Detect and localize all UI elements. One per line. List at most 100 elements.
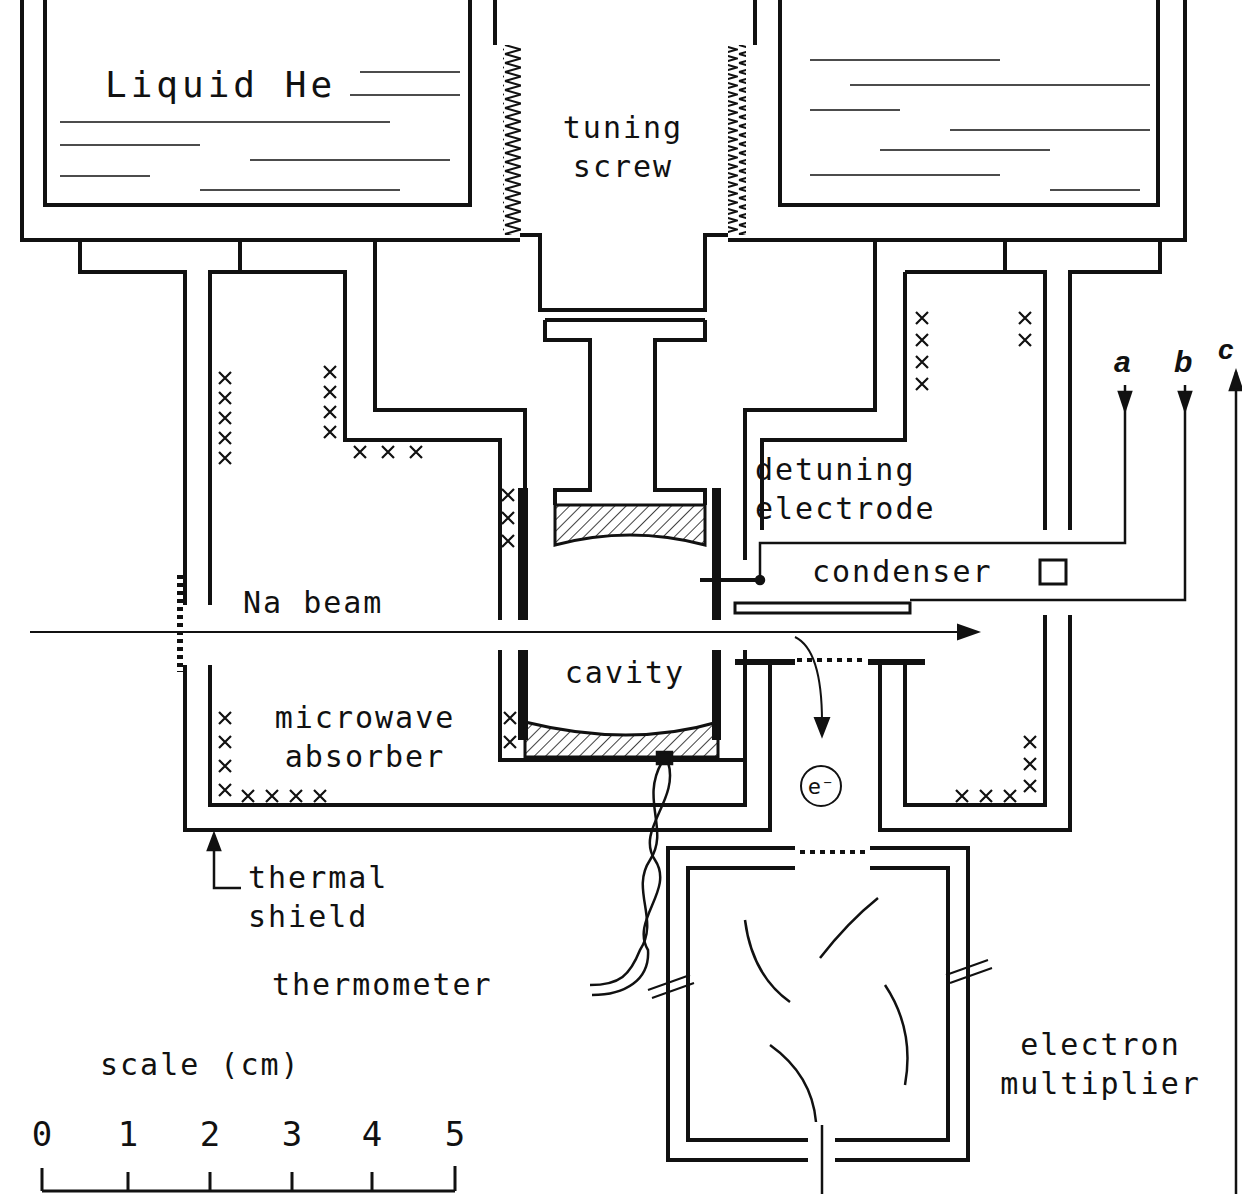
- absorber-marks: [1019, 334, 1031, 346]
- thermal-shield: [735, 659, 795, 665]
- shield-pointer: [214, 846, 241, 888]
- shield-pointer: [208, 834, 241, 888]
- thermal-shield: [177, 575, 183, 672]
- thermal-shield: [797, 658, 866, 662]
- absorber-marks: [916, 312, 928, 324]
- electrodes-and-wires: [1119, 392, 1131, 410]
- cavity-walls: [518, 488, 721, 757]
- sodium-beam: [795, 637, 822, 722]
- helium-tank: [45, 0, 470, 205]
- electrodes-and-wires: [700, 372, 1242, 1194]
- absorber-marks: [219, 372, 231, 384]
- absorber-marks: [1019, 312, 1031, 324]
- cold-shield: [375, 240, 525, 490]
- electrodes-and-wires: [700, 578, 760, 582]
- signal-name: c: [1218, 332, 1234, 368]
- helium-tank: [493, 0, 497, 45]
- liquid-hatching: [880, 149, 1050, 151]
- absorber-marks: [324, 426, 336, 438]
- thermometer-wire: [592, 762, 670, 995]
- liquid-hatching: [810, 109, 900, 111]
- liquid-hatching: [850, 84, 1150, 86]
- liquid-hatching: [250, 159, 450, 161]
- helium-tank: [728, 0, 1185, 240]
- signal-name: b: [1174, 342, 1192, 381]
- tuning-screw: [545, 318, 705, 322]
- absorber-marks: [1024, 736, 1036, 748]
- electrodes-and-wires: [1040, 560, 1066, 584]
- thermometer-wire: [657, 752, 672, 764]
- cold-shield: [500, 650, 745, 760]
- absorber-marks: [382, 446, 394, 458]
- liquid-hatching: [60, 121, 390, 123]
- cavity-walls: [712, 488, 721, 620]
- thermometer-wire: [590, 752, 672, 995]
- absorber-marks: [1024, 758, 1036, 770]
- absorber-marks: [324, 406, 336, 418]
- node-label: e⁻: [808, 774, 835, 799]
- absorber-marks: [242, 790, 254, 802]
- scale-number: 3: [282, 1112, 302, 1156]
- absorber-marks: [354, 446, 366, 458]
- electrodes-and-wires: [735, 603, 910, 613]
- scale-number: 5: [445, 1112, 465, 1156]
- electron-multiplier: [946, 960, 992, 983]
- part-label: electron multiplier: [993, 1025, 1208, 1103]
- sodium-beam: [815, 718, 829, 736]
- electron-multiplier: [835, 848, 968, 1160]
- scale-bar: [42, 1190, 455, 1193]
- absorber-marks: [916, 334, 928, 346]
- absorber-marks: [324, 386, 336, 398]
- part-label: microwave absorber: [250, 698, 480, 776]
- liquid-hatching: [60, 175, 150, 177]
- absorber-marks: [219, 392, 231, 404]
- scale-number: 0: [32, 1112, 52, 1156]
- tuning-screw: [520, 235, 728, 310]
- part-label: thermometer: [272, 965, 493, 1004]
- absorber-marks: [980, 790, 992, 802]
- cavity-walls: [518, 488, 528, 620]
- absorber-marks: [504, 712, 516, 724]
- electron-multiplier: [885, 985, 908, 1085]
- electrodes-and-wires: [1230, 372, 1242, 390]
- cavity-walls: [525, 722, 718, 757]
- cold-shield: [375, 240, 1005, 760]
- thermal-shield: [1005, 272, 1045, 530]
- scale-bar: [42, 1166, 455, 1191]
- absorber-marks: [219, 432, 231, 444]
- helium-tank: [22, 0, 1185, 240]
- helium-tank: [780, 0, 1158, 205]
- liquid-hatching: [950, 129, 1150, 131]
- scale-bar: [42, 1166, 455, 1191]
- electron-multiplier: [688, 868, 808, 1140]
- tuning-screw: [555, 505, 705, 545]
- electron-multiplier: [820, 898, 878, 958]
- absorber-marks: [916, 356, 928, 368]
- liquid-hatching: [810, 59, 1000, 61]
- absorber-marks: [266, 790, 278, 802]
- scale-number: 4: [362, 1112, 382, 1156]
- electrodes-and-wires: [1235, 372, 1238, 1194]
- absorber-marks: [502, 512, 514, 524]
- absorber-marks: [1024, 780, 1036, 792]
- shield-pointer: [208, 834, 220, 850]
- electrodes-and-wires: [1179, 392, 1191, 410]
- thermometer-wire: [590, 762, 662, 985]
- electron-multiplier: [668, 848, 808, 1160]
- absorber-marks: [314, 790, 326, 802]
- absorber-marks: [219, 412, 231, 424]
- bellows: [503, 45, 746, 235]
- liquid-hatching: [810, 174, 1000, 176]
- microwave-cavity: cavity: [542, 645, 708, 715]
- absorber-marks: [504, 736, 516, 748]
- tuning-screw: [545, 320, 590, 505]
- sodium-beam: [958, 625, 978, 639]
- node-label: cavity: [565, 655, 685, 690]
- bellows: [503, 45, 521, 235]
- absorber-marks: [219, 760, 231, 772]
- thermal-shield: [905, 615, 1045, 805]
- electron-multiplier: [770, 1045, 816, 1122]
- part-label: condenser: [812, 552, 993, 591]
- bellows: [728, 45, 746, 235]
- absorber-marks: [219, 312, 1036, 802]
